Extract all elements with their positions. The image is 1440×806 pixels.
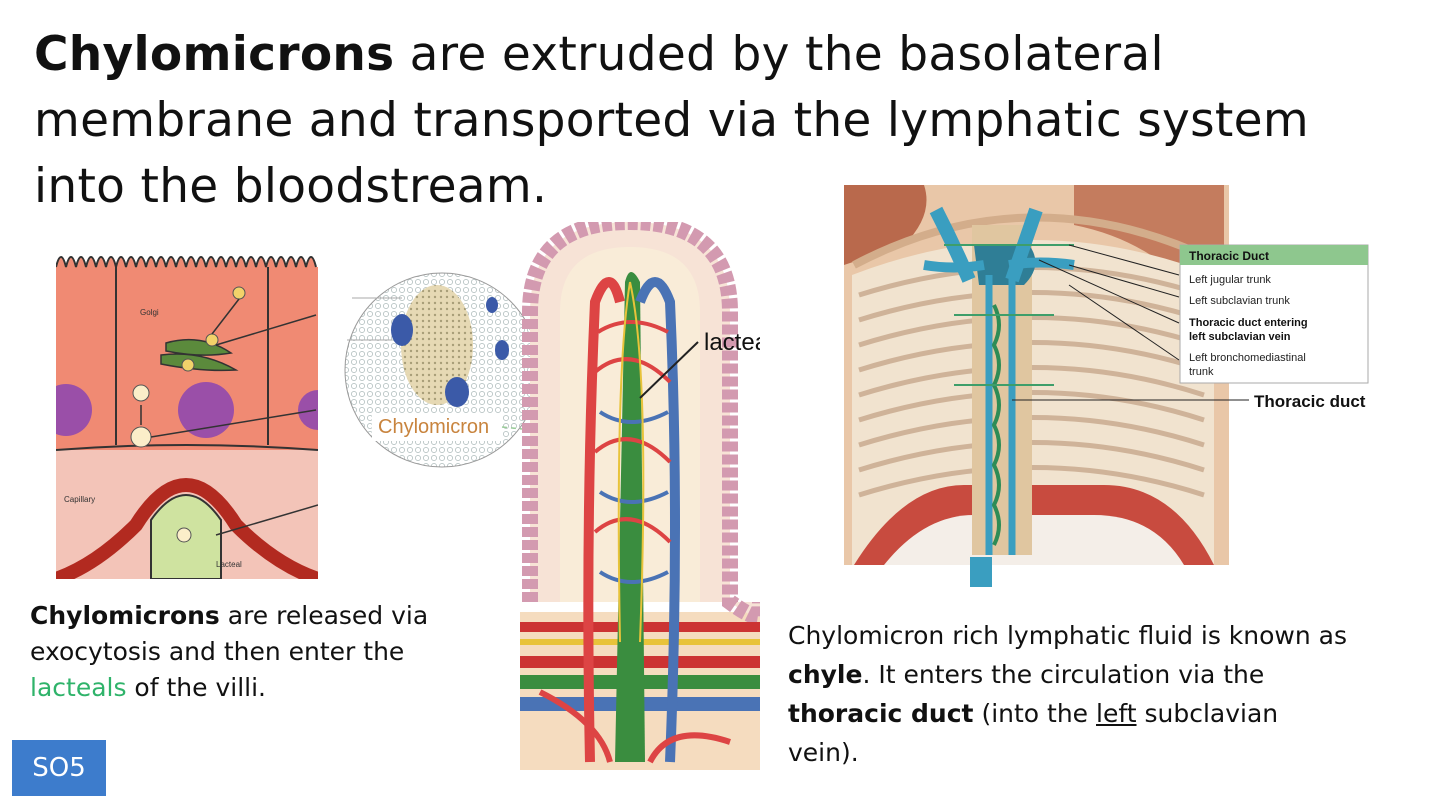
slide-title: Chylomicrons are extruded by the basolat…	[34, 22, 1394, 220]
caption-left-text-1: are released via exocytosis and then ent…	[30, 601, 429, 666]
chylomicron-label: Chylomicron	[378, 416, 489, 438]
legend-item-2: Left subclavian trunk	[1189, 295, 1290, 307]
caption-right-bold-1: chyle	[788, 660, 863, 689]
caption-right-text-3: (into the	[973, 699, 1097, 728]
caption-right-underline: left	[1096, 699, 1137, 728]
chylomicron-diagram: Chylomicron	[344, 272, 562, 468]
caption-right-text-2: . It enters the circulation via the	[862, 660, 1265, 689]
caption-right-text-4: subclavian vein).	[788, 699, 1279, 767]
title-rest: are extruded by the basolateral membrane…	[34, 27, 1309, 214]
legend-item-3: Thoracic duct entering	[1189, 317, 1308, 329]
caption-right-text-1: Chylomicron rich lymphatic fluid is know…	[788, 621, 1347, 650]
caption-left-green: lacteals	[30, 673, 127, 702]
golgi-label: Golgi	[140, 308, 159, 317]
thoracic-duct-label: Thoracic duct	[1254, 392, 1366, 411]
legend-item-6: trunk	[1189, 366, 1214, 378]
legend-item-5: Left bronchomediastinal	[1189, 352, 1306, 364]
legend-item-4: left subclavian vein	[1189, 331, 1291, 343]
caption-left: Chylomicrons are released via exocytosis…	[30, 598, 430, 706]
caption-left-text-2: of the villi.	[126, 673, 266, 702]
caption-left-bold: Chylomicrons	[30, 601, 220, 630]
capillary-label: Capillary	[64, 495, 95, 504]
lacteal-label: Lacteal	[216, 560, 242, 569]
caption-right: Chylomicron rich lymphatic fluid is know…	[788, 616, 1348, 772]
caption-right-bold-2: thoracic duct	[788, 699, 974, 728]
title-bold: Chylomicrons	[34, 27, 395, 82]
thoracic-duct-diagram: Thoracic Duct Left jugular trunk Left su…	[844, 185, 1369, 587]
so5-badge: SO5	[12, 740, 106, 796]
villus-diagram: lacteal	[520, 222, 760, 770]
legend-item-1: Left jugular trunk	[1189, 274, 1271, 286]
enterocyte-diagram: Golgi Capillary Lacteal	[56, 256, 318, 579]
legend-title: Thoracic Duct	[1189, 249, 1269, 263]
lacteal-label-villus: lacteal	[704, 329, 760, 356]
